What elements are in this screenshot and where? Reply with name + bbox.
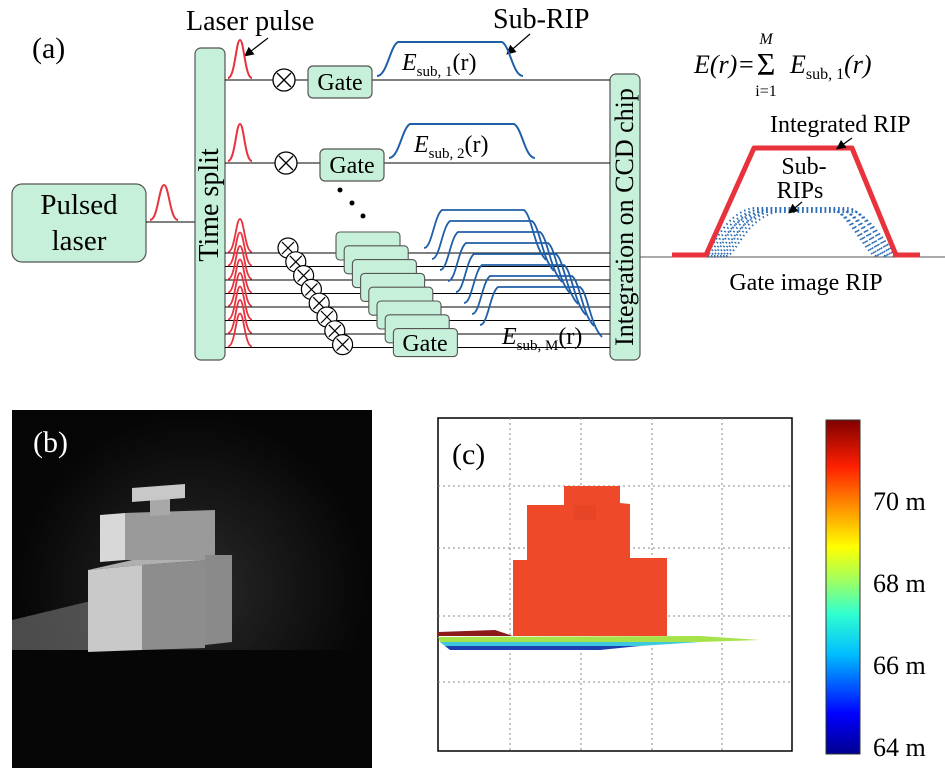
gate-label-2: Gate [329,153,374,179]
gate-image-rip-label: Gate image RIP [729,270,882,296]
stacked-sub-rip [463,264,587,316]
gate-label-m: Gate [402,331,447,357]
sum-bottom: i=1 [755,83,776,100]
sub-rips-arrow [788,201,803,214]
stacked-channels: Gate [225,209,610,358]
integrated-rip-curve [672,145,920,258]
stacked-gate [392,328,458,358]
weight-right-block [205,555,232,645]
sub-rip-dotted-curve [713,209,889,257]
stacked-sub-rip [431,220,555,272]
floor-glow [12,600,95,655]
panel-c: (c) 70 m 68 m 66 m 64 m [437,417,926,762]
stacked-sub-rip [471,275,595,327]
ellipsis-dot-2 [349,200,355,206]
stacked-sub-rip [447,242,571,294]
integration-label: Integration on CCD chip [610,88,639,346]
pulsed-laser-box [11,183,147,263]
pulsed-laser-label-line2: laser [52,225,107,257]
depth-floor-red [438,630,513,636]
gate-box-2 [319,148,385,182]
weight-middle-side [125,510,215,560]
time-split-label: Time split [194,148,225,262]
sub-rips-label-line1: Sub- [781,154,826,180]
colorbar [825,419,861,755]
stacked-mixer-x [336,338,350,352]
stacked-sub-rip [479,286,603,338]
channel-2-pulse [227,122,253,162]
weight-handle [132,484,185,502]
sum-sign: Σ [757,46,776,82]
mixer-1-x [276,72,292,88]
stacked-sub-rip [455,253,579,305]
panel-a: (a) Pulsed laser Time split Integration … [11,4,945,361]
equation-rhs: Esub, 1(r) [789,50,872,83]
weight-base-side [142,560,205,650]
sub-rip-1-curve [376,41,524,77]
ellipsis-dot-3 [360,213,366,219]
sub-rip-arrow [506,33,531,55]
sub-rips-label-line2: RIPs [777,178,824,204]
integrated-rip-label: Integrated RIP [770,112,911,138]
weight-middle [100,513,125,562]
stacked-pulse [227,299,253,334]
stacked-pulse [227,312,253,348]
panel-a-label: (a) [32,32,65,65]
depth-object [513,486,667,636]
gate-label-1: Gate [317,70,362,96]
depth-floor-cyan [440,642,700,646]
gate-box-1 [307,65,373,99]
sub-rip-dotted-curve [707,211,883,257]
sum-top: M [758,31,774,48]
sub-rip-dotted-curve [725,211,901,257]
input-pulse [149,183,179,221]
ellipsis-dot-1 [337,187,343,193]
stacked-sub-rip [423,209,547,261]
panel-b: (b) [12,410,372,768]
stacked-pulse [227,231,253,267]
sub-rip-label: Sub-RIP [493,4,589,35]
sub-rip-dotted-curve [704,209,880,257]
mixer-2-x [278,155,294,171]
colorbar-tick-64: 64 m [873,733,926,762]
integration-box [609,73,641,361]
depth-object-notch [574,505,596,520]
weight-knob [150,498,170,516]
stacked-pulse [227,258,253,294]
stacked-pulse [227,245,253,280]
colorbar-tick-70: 70 m [873,487,926,516]
sub-rip-dotted-curve [716,211,892,257]
colorbar-tick-68: 68 m [873,569,926,598]
depth-floor-blue [445,646,640,650]
channel-1-pulse [227,38,253,79]
sub-rip-1-formula: Esub, 1(r) [401,50,477,80]
floor-shadow [12,650,372,768]
panel-b-label: (b) [33,426,68,459]
panel-c-label: (c) [452,438,485,471]
colorbar-tick-66: 66 m [873,651,926,680]
sub-rip-m-formula: Esub, M(r) [501,324,582,354]
equation: E(r)= [693,50,755,79]
sub-rips-dots [701,207,901,257]
laser-pulse-arrow [244,37,269,57]
stacked-pulse [227,285,253,321]
sub-rip-dotted-curve [722,209,898,257]
stacked-sub-rip [439,231,563,283]
sub-rip-2-formula: Esub, 2(r) [413,132,489,162]
sub-rip-2-curve [388,123,536,159]
time-split-box [194,47,226,361]
pulsed-laser-label-line1: Pulsed [40,189,118,221]
stacked-pulse [227,218,253,253]
integrated-rip-arrow [836,137,853,150]
weight-base-front [88,565,142,652]
laser-pulse-label: Laser pulse [186,6,314,37]
depth-floor-green [438,636,760,642]
stacked-pulse [227,272,253,307]
